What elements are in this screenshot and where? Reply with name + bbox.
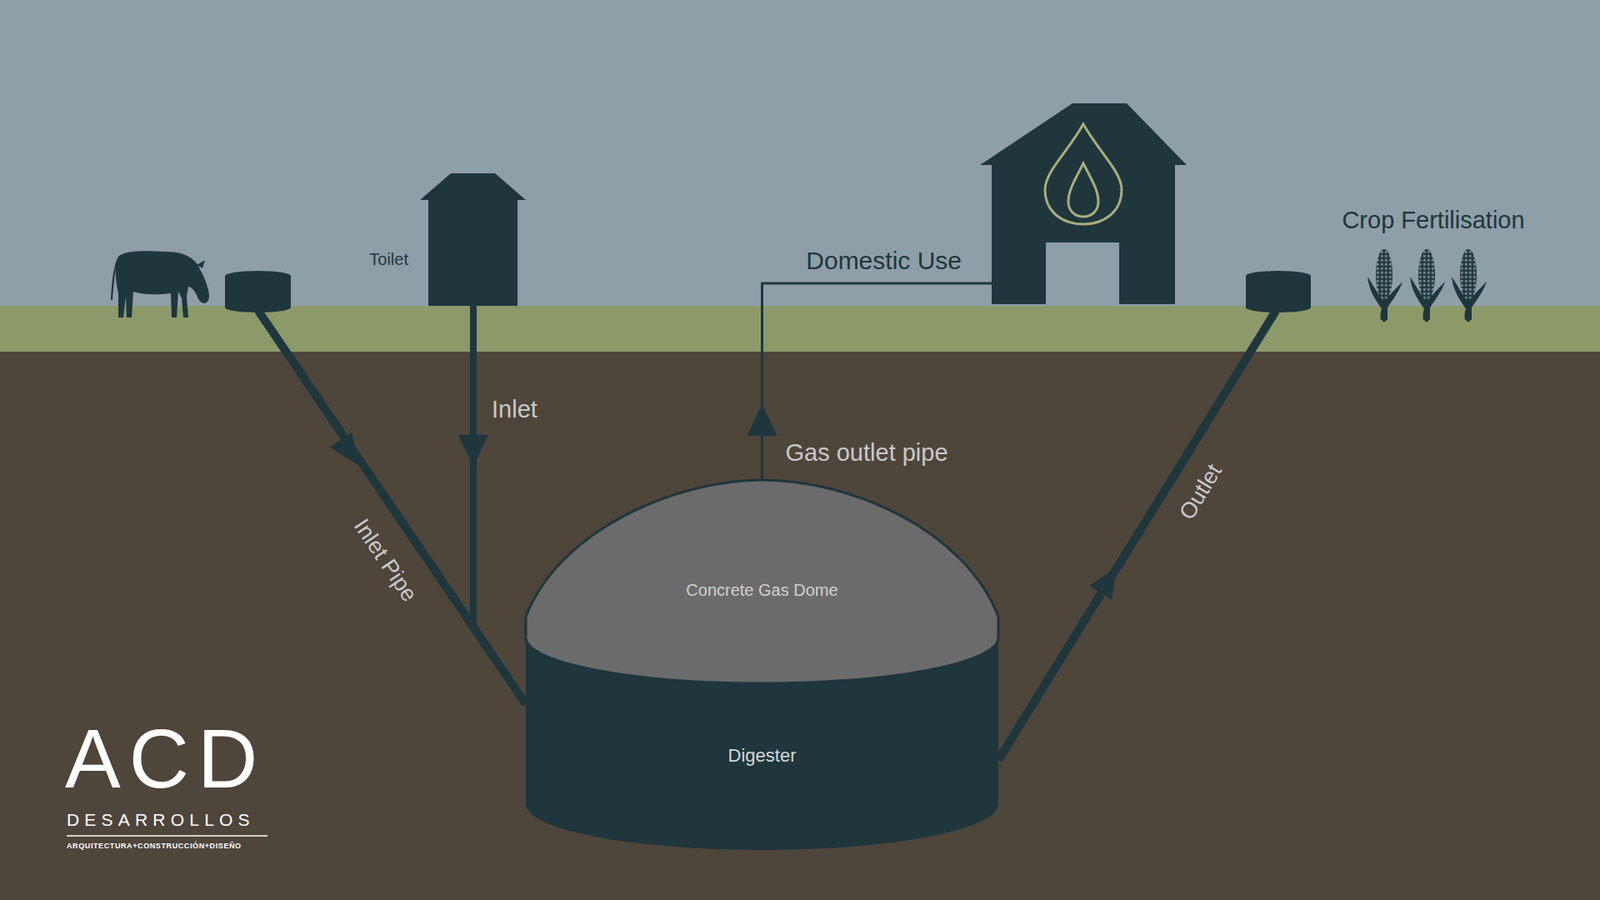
- logo-rule: [66, 835, 268, 837]
- edge-label: Inlet: [491, 395, 538, 424]
- corn-plants: [1367, 249, 1487, 322]
- node-label: Domestic Use: [805, 246, 962, 275]
- pipe-label: Inlet Pipe: [349, 515, 420, 605]
- logo-tagline: ARQUITECTURA+CONSTRUCCIÓN+DISEÑO: [66, 842, 242, 850]
- toilet-house: Toilet: [420, 173, 526, 306]
- house-outline: [980, 103, 1187, 305]
- gas-dome: Concrete Gas Dome: [525, 480, 999, 689]
- house: Domestic Use: [980, 103, 1187, 305]
- toilet-house-outline: [420, 173, 526, 306]
- field-label: Crop Fertilisation: [1341, 208, 1525, 233]
- flow-arrow: [330, 432, 370, 473]
- pipe-connector: [747, 283, 993, 480]
- arrowhead: [747, 404, 778, 436]
- node-label: Concrete Gas Dome: [685, 580, 838, 600]
- edge-label: Gas outlet pipe: [785, 439, 949, 467]
- cow-silhouette: [110, 250, 210, 318]
- logo-name: DESARROLLOS: [66, 810, 255, 829]
- outlet-pipe: [998, 310, 1276, 760]
- node-label: Toilet: [369, 250, 409, 270]
- node-label: Digester: [728, 745, 797, 767]
- inlet-tank: [225, 270, 291, 313]
- ground: [0, 351, 1600, 900]
- grass-band: [0, 305, 1600, 353]
- outlet-tank: [1245, 270, 1311, 313]
- cow-ear: [196, 260, 205, 269]
- logo-mark: ACD: [65, 716, 266, 800]
- flow-arrow: [1089, 560, 1128, 600]
- pipe-connector: [458, 305, 526, 705]
- sky: [0, 0, 1600, 306]
- pipe-label: Outlet: [1175, 460, 1226, 524]
- arrowhead: [458, 435, 489, 467]
